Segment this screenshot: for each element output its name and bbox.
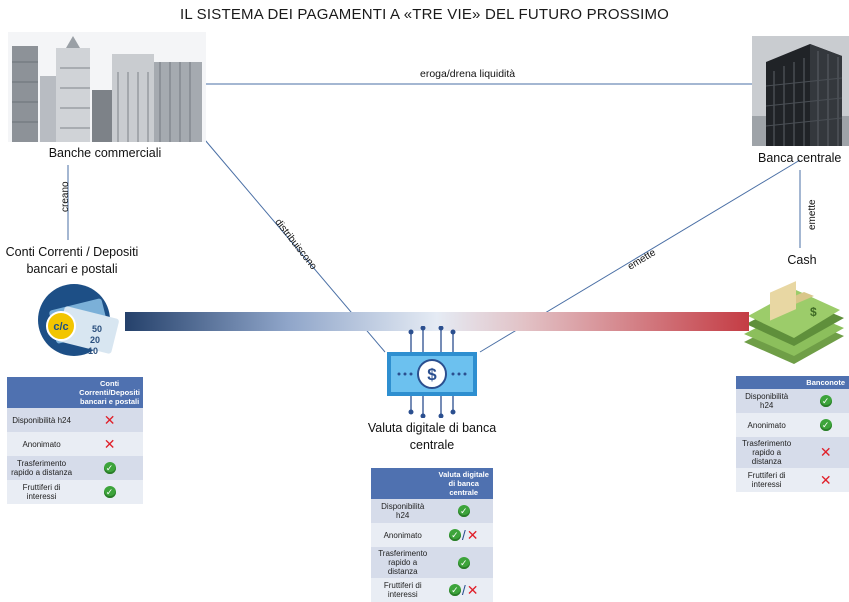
table-row: Trasferimento rapido a distanza ✕ [736, 437, 849, 468]
table-column-header: Banconote [797, 376, 849, 389]
table-row: Disponibilità h24 ✕ [7, 408, 143, 432]
separator-slash: / [461, 581, 466, 598]
spectrum-bar [125, 312, 749, 331]
liquidity-label: eroga/drena liquidità [420, 68, 516, 80]
row-mark: ✓/✕ [434, 578, 493, 602]
deposit-badge-text: c/c [53, 321, 68, 333]
check-icon: ✓ [103, 486, 116, 498]
row-label: Disponibilità h24 [371, 499, 435, 523]
row-label: Anonimato [7, 432, 77, 456]
table-row: Disponibilità h24 ✓ [736, 389, 849, 413]
cross-icon: ✕ [103, 435, 116, 452]
cross-icon: ✕ [819, 471, 832, 488]
diagram-title: IL SISTEMA DEI PAGAMENTI A «TRE VIE» DEL… [179, 6, 670, 23]
dollar-glyph: $ [427, 365, 437, 384]
row-mark: ✓ [797, 413, 849, 437]
create-label: creano [60, 181, 71, 212]
table-row: Disponibilità h24 ✓ [371, 499, 493, 523]
table-row: Anonimato ✓ [736, 413, 849, 437]
table-row: Fruttiferi di interessi ✕ [736, 468, 849, 492]
row-label: Disponibilità h24 [736, 389, 798, 413]
issue-cash-label: emette [807, 199, 818, 230]
cash-label: Cash [787, 253, 817, 267]
table-row: Trasferimento rapido a distanza ✓ [371, 547, 493, 578]
row-label: Fruttiferi di interessi [736, 468, 798, 492]
check-icon: ✓ [457, 556, 470, 569]
row-label: Anonimato [736, 413, 798, 437]
cbdc-label: Valuta digitale di banca centrale [367, 421, 497, 452]
table-row: Anonimato ✕ [7, 432, 143, 456]
row-mark: ✕ [76, 408, 143, 432]
separator-slash: / [461, 526, 466, 543]
row-mark: ✓ [76, 480, 143, 504]
dollar-glyph: $ [810, 305, 817, 319]
cross-icon: ✕ [819, 444, 832, 460]
row-mark: ✓/✕ [434, 523, 493, 547]
row-label: Trasferimento rapido a distanza [371, 547, 435, 578]
table-corner-cell [7, 377, 77, 408]
check-icon: ✓ [448, 584, 461, 596]
commercial-banks-label: Banche commerciali [48, 146, 162, 160]
note-10-text: 10 [88, 346, 98, 356]
row-mark: ✓ [76, 456, 143, 480]
skyline-image [8, 32, 206, 142]
row-mark: ✕ [76, 432, 143, 456]
deposits-comparison-table: Conti Correnti/Depositi bancari e postal… [7, 377, 143, 504]
row-mark: ✕ [797, 468, 849, 492]
deposit-account-icon: 50 20 10 c/c [38, 284, 119, 356]
note-20-text: 20 [90, 335, 100, 345]
row-mark: ✕ [797, 437, 849, 468]
note-50-text: 50 [92, 324, 102, 334]
table-corner-cell [371, 468, 435, 499]
digital-currency-icon: $ [387, 326, 477, 418]
table-column-header: Valuta digitale di banca centrale [434, 468, 493, 499]
row-label: Anonimato [371, 523, 435, 547]
table-column-header: Conti Correnti/Depositi bancari e postal… [76, 377, 143, 408]
table-row: Fruttiferi di interessi ✓ [7, 480, 143, 504]
check-icon: ✓ [448, 529, 461, 541]
central-bank-image [752, 36, 849, 146]
cross-icon: ✕ [466, 527, 479, 543]
row-label: Trasferimento rapido a distanza [736, 437, 798, 468]
row-mark: ✓ [434, 547, 493, 578]
cash-stack-icon: $ [744, 281, 844, 364]
table-row: Fruttiferi di interessi✓/✕ [371, 578, 493, 602]
cross-icon: ✕ [466, 582, 479, 598]
table-row: Anonimato✓/✕ [371, 523, 493, 547]
check-icon: ✓ [819, 419, 832, 431]
row-label: Trasferimento rapido a distanza [7, 456, 77, 480]
row-label: Fruttiferi di interessi [371, 578, 435, 602]
row-mark: ✓ [434, 499, 493, 523]
table-row: Trasferimento rapido a distanza ✓ [7, 456, 143, 480]
row-label: Disponibilità h24 [7, 408, 77, 432]
central-bank-label: Banca centrale [758, 151, 842, 165]
row-mark: ✓ [797, 389, 849, 413]
cross-icon: ✕ [103, 411, 116, 428]
check-icon: ✓ [103, 462, 116, 474]
row-label: Fruttiferi di interessi [7, 480, 77, 504]
deposits-label: Conti Correnti / Depositi bancari e post… [5, 245, 139, 276]
table-corner-cell [736, 376, 798, 389]
check-icon: ✓ [819, 395, 832, 407]
check-icon: ✓ [457, 505, 470, 517]
